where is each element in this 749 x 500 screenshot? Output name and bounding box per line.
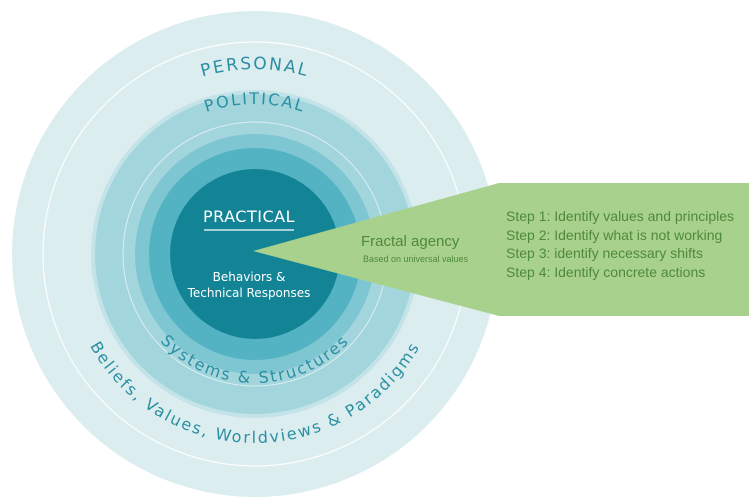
fractal-agency-subtitle: Based on universal values xyxy=(363,254,469,264)
fractal-agency-wedge xyxy=(253,183,499,316)
steps-box: Step 1: Identify values and principles S… xyxy=(499,183,749,316)
step-4: Step 4: Identify concrete actions xyxy=(506,263,706,280)
step-3: Step 3: identify necessary shifts xyxy=(506,245,703,261)
practical-title: PRACTICAL xyxy=(203,207,295,226)
step-2: Step 2: Identify what is not working xyxy=(506,226,723,243)
core-subtitle-line2: Technical Responses xyxy=(187,286,311,300)
core-subtitle-line1: Behaviors & xyxy=(213,270,286,284)
core-circle-practical xyxy=(170,169,340,339)
fractal-agency-title: Fractal agency xyxy=(361,233,460,250)
step-1: Step 1: Identify values and principles xyxy=(506,208,735,224)
